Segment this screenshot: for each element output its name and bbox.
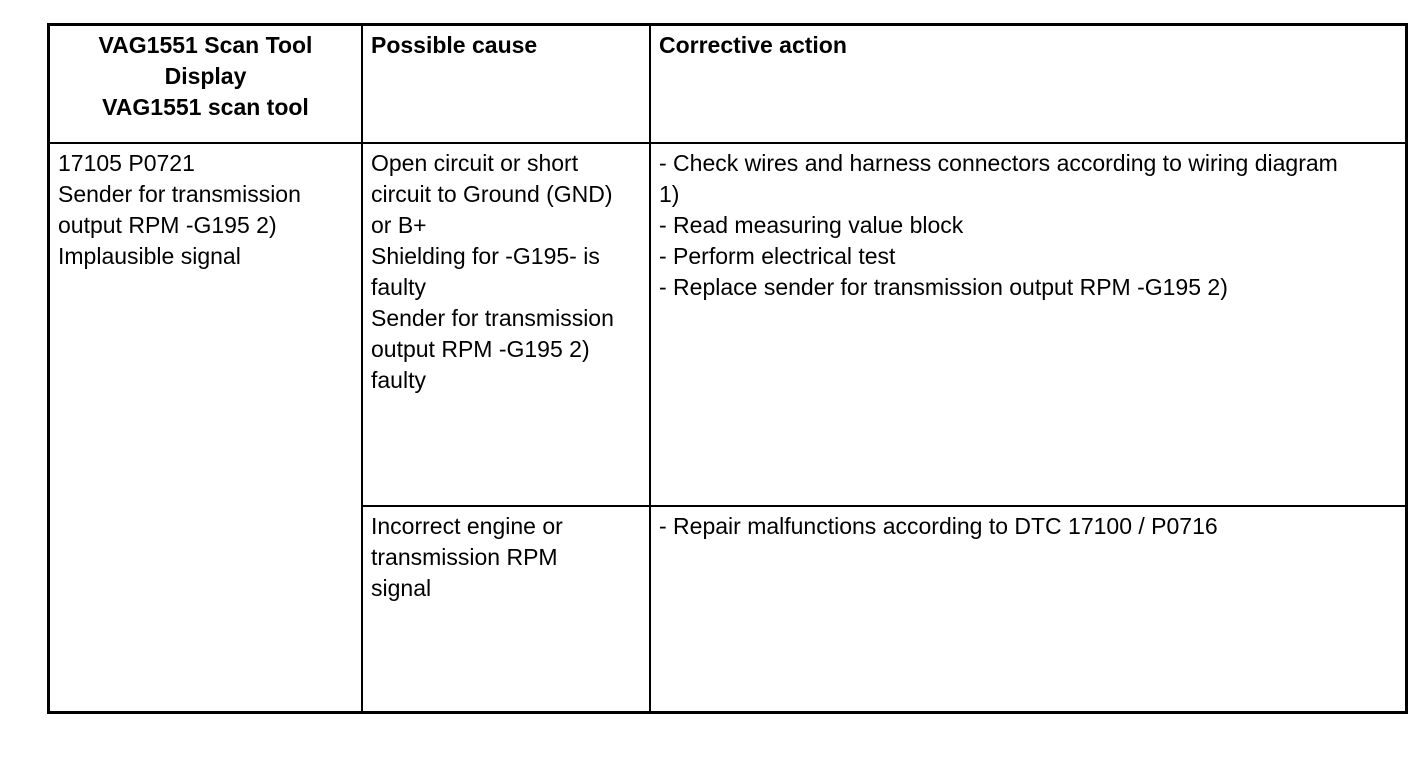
diagnostic-table: VAG1551 Scan Tool Display VAG1551 scan t… [47, 23, 1408, 714]
header-possible-cause-cell: Possible cause [361, 23, 651, 144]
action-paragraph: - Perform electrical test [659, 242, 896, 269]
header-corrective-action-cell: Corrective action [649, 23, 1408, 144]
header-scan-tool-display-cell: VAG1551 Scan Tool Display VAG1551 scan t… [47, 23, 363, 144]
dtc-code: 17105 P0721 [58, 149, 195, 176]
signal-causes-cell: Incorrect engine or transmission RPM sig… [361, 504, 651, 714]
cause-paragraph: Shielding for -G195- is faulty [371, 242, 600, 300]
cause-paragraph: Incorrect engine or transmission RPM sig… [371, 512, 563, 601]
signal-actions-cell: - Repair malfunctions according to DTC 1… [649, 504, 1408, 714]
cause-paragraph: Sender for transmission output RPM -G195… [371, 304, 614, 393]
fault-causes-cell: Open circuit or short circuit to Ground … [361, 141, 651, 507]
header-scan-tool-subtitle: VAG1551 scan tool [102, 94, 309, 120]
header-corrective-action-label: Corrective action [659, 32, 847, 58]
action-paragraph: - Repair malfunctions according to DTC 1… [659, 512, 1218, 539]
fault-row: 17105 P0721 Sender for transmission outp… [47, 141, 1408, 714]
condition-label: Implausible signal [58, 242, 241, 269]
signal-row: Incorrect engine or transmission RPM sig… [49, 504, 1408, 714]
action-paragraph: - Read measuring value block [659, 211, 964, 238]
table-header-row: VAG1551 Scan Tool Display VAG1551 scan t… [47, 23, 1408, 144]
action-paragraph: - Replace sender for transmission output… [659, 273, 1228, 300]
header-possible-cause-label: Possible cause [371, 32, 538, 58]
fault-actions-cell: - Check wires and harness connectors acc… [649, 141, 1408, 507]
component-name: Sender for transmission output RPM -G195… [58, 180, 301, 238]
action-paragraph: - Check wires and harness connectors acc… [659, 149, 1338, 207]
header-scan-tool-display-title: VAG1551 Scan Tool Display [98, 32, 313, 89]
scan-tool-display-cell: 17105 P0721 Sender for transmission outp… [47, 141, 363, 714]
cause-paragraph: Open circuit or short circuit to Ground … [371, 149, 613, 238]
